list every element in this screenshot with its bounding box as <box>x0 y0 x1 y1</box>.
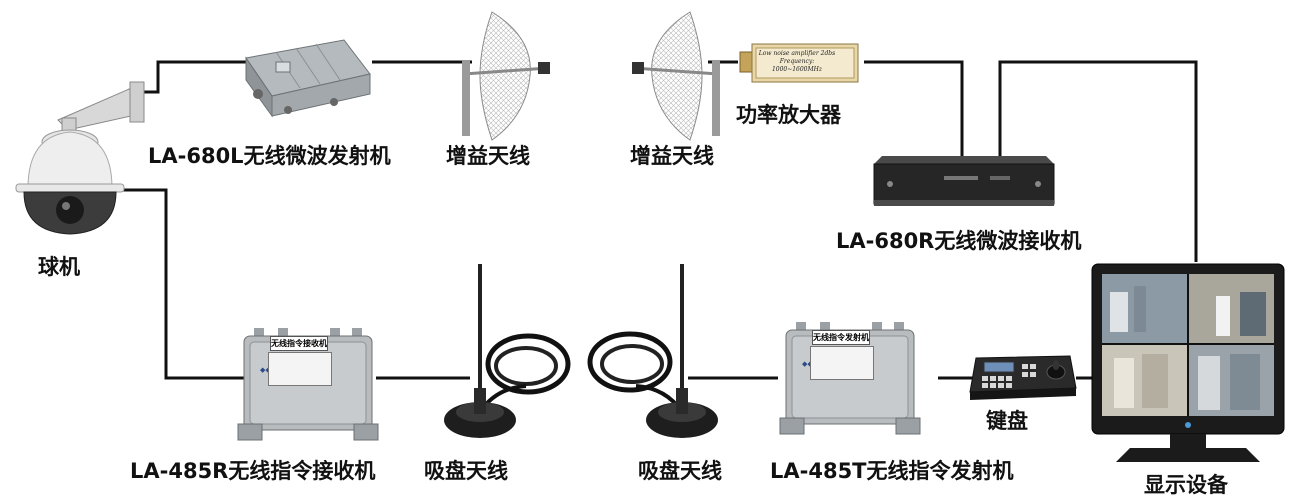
wire-amp-to-680r <box>864 62 962 158</box>
display-monitor-icon <box>1090 262 1286 468</box>
label-power-amplifier: 功率放大器 <box>736 102 841 128</box>
keyboard-controller-icon <box>966 352 1078 400</box>
amplifier-nameplate: Low noise amplifier 2dbs Frequency: 1000… <box>756 50 838 74</box>
label-receiver-680r: LA-680R无线微波接收机 <box>836 228 1081 254</box>
amplifier-text-1: Low noise amplifier 2dbs <box>756 50 838 58</box>
command-receiver-485r-icon: ◆◆ 无线指令接收机 <box>234 326 382 444</box>
grid-antenna-right-icon <box>626 8 726 144</box>
label-keyboard: 键盘 <box>986 408 1028 434</box>
wire-camera-to-680l <box>140 62 246 92</box>
label-gain-antenna-left: 增益天线 <box>446 143 530 169</box>
label-gain-antenna-right: 增益天线 <box>630 143 714 169</box>
command-receiver-plate-title: 无线指令接收机 <box>270 336 328 351</box>
grid-antenna-left-icon <box>456 8 556 144</box>
label-transmitter-680l: LA-680L无线微波发射机 <box>148 143 391 169</box>
transmitter-680l-icon <box>236 34 376 118</box>
receiver-680r-icon <box>870 154 1056 212</box>
label-suction-antenna-right: 吸盘天线 <box>638 458 722 484</box>
power-amplifier-icon: Low noise amplifier 2dbs Frequency: 1000… <box>734 40 864 86</box>
label-command-transmitter-485t: LA-485T无线指令发射机 <box>770 458 1014 484</box>
amplifier-text-2: Frequency: 1000~1600MHz <box>756 58 838 74</box>
label-display: 显示设备 <box>1144 472 1228 498</box>
suction-antenna-left-icon <box>436 262 576 446</box>
command-transmitter-plate <box>810 346 874 380</box>
dome-camera-icon <box>10 80 150 240</box>
command-transmitter-plate-title: 无线指令发射机 <box>812 330 870 345</box>
label-dome-camera: 球机 <box>38 254 80 280</box>
label-command-receiver-485r: LA-485R无线指令接收机 <box>130 458 375 484</box>
command-receiver-plate <box>268 352 332 386</box>
command-transmitter-485t-icon: ◆◆ 无线指令发射机 <box>776 320 924 438</box>
suction-antenna-right-icon <box>584 262 724 446</box>
label-suction-antenna-left: 吸盘天线 <box>424 458 508 484</box>
